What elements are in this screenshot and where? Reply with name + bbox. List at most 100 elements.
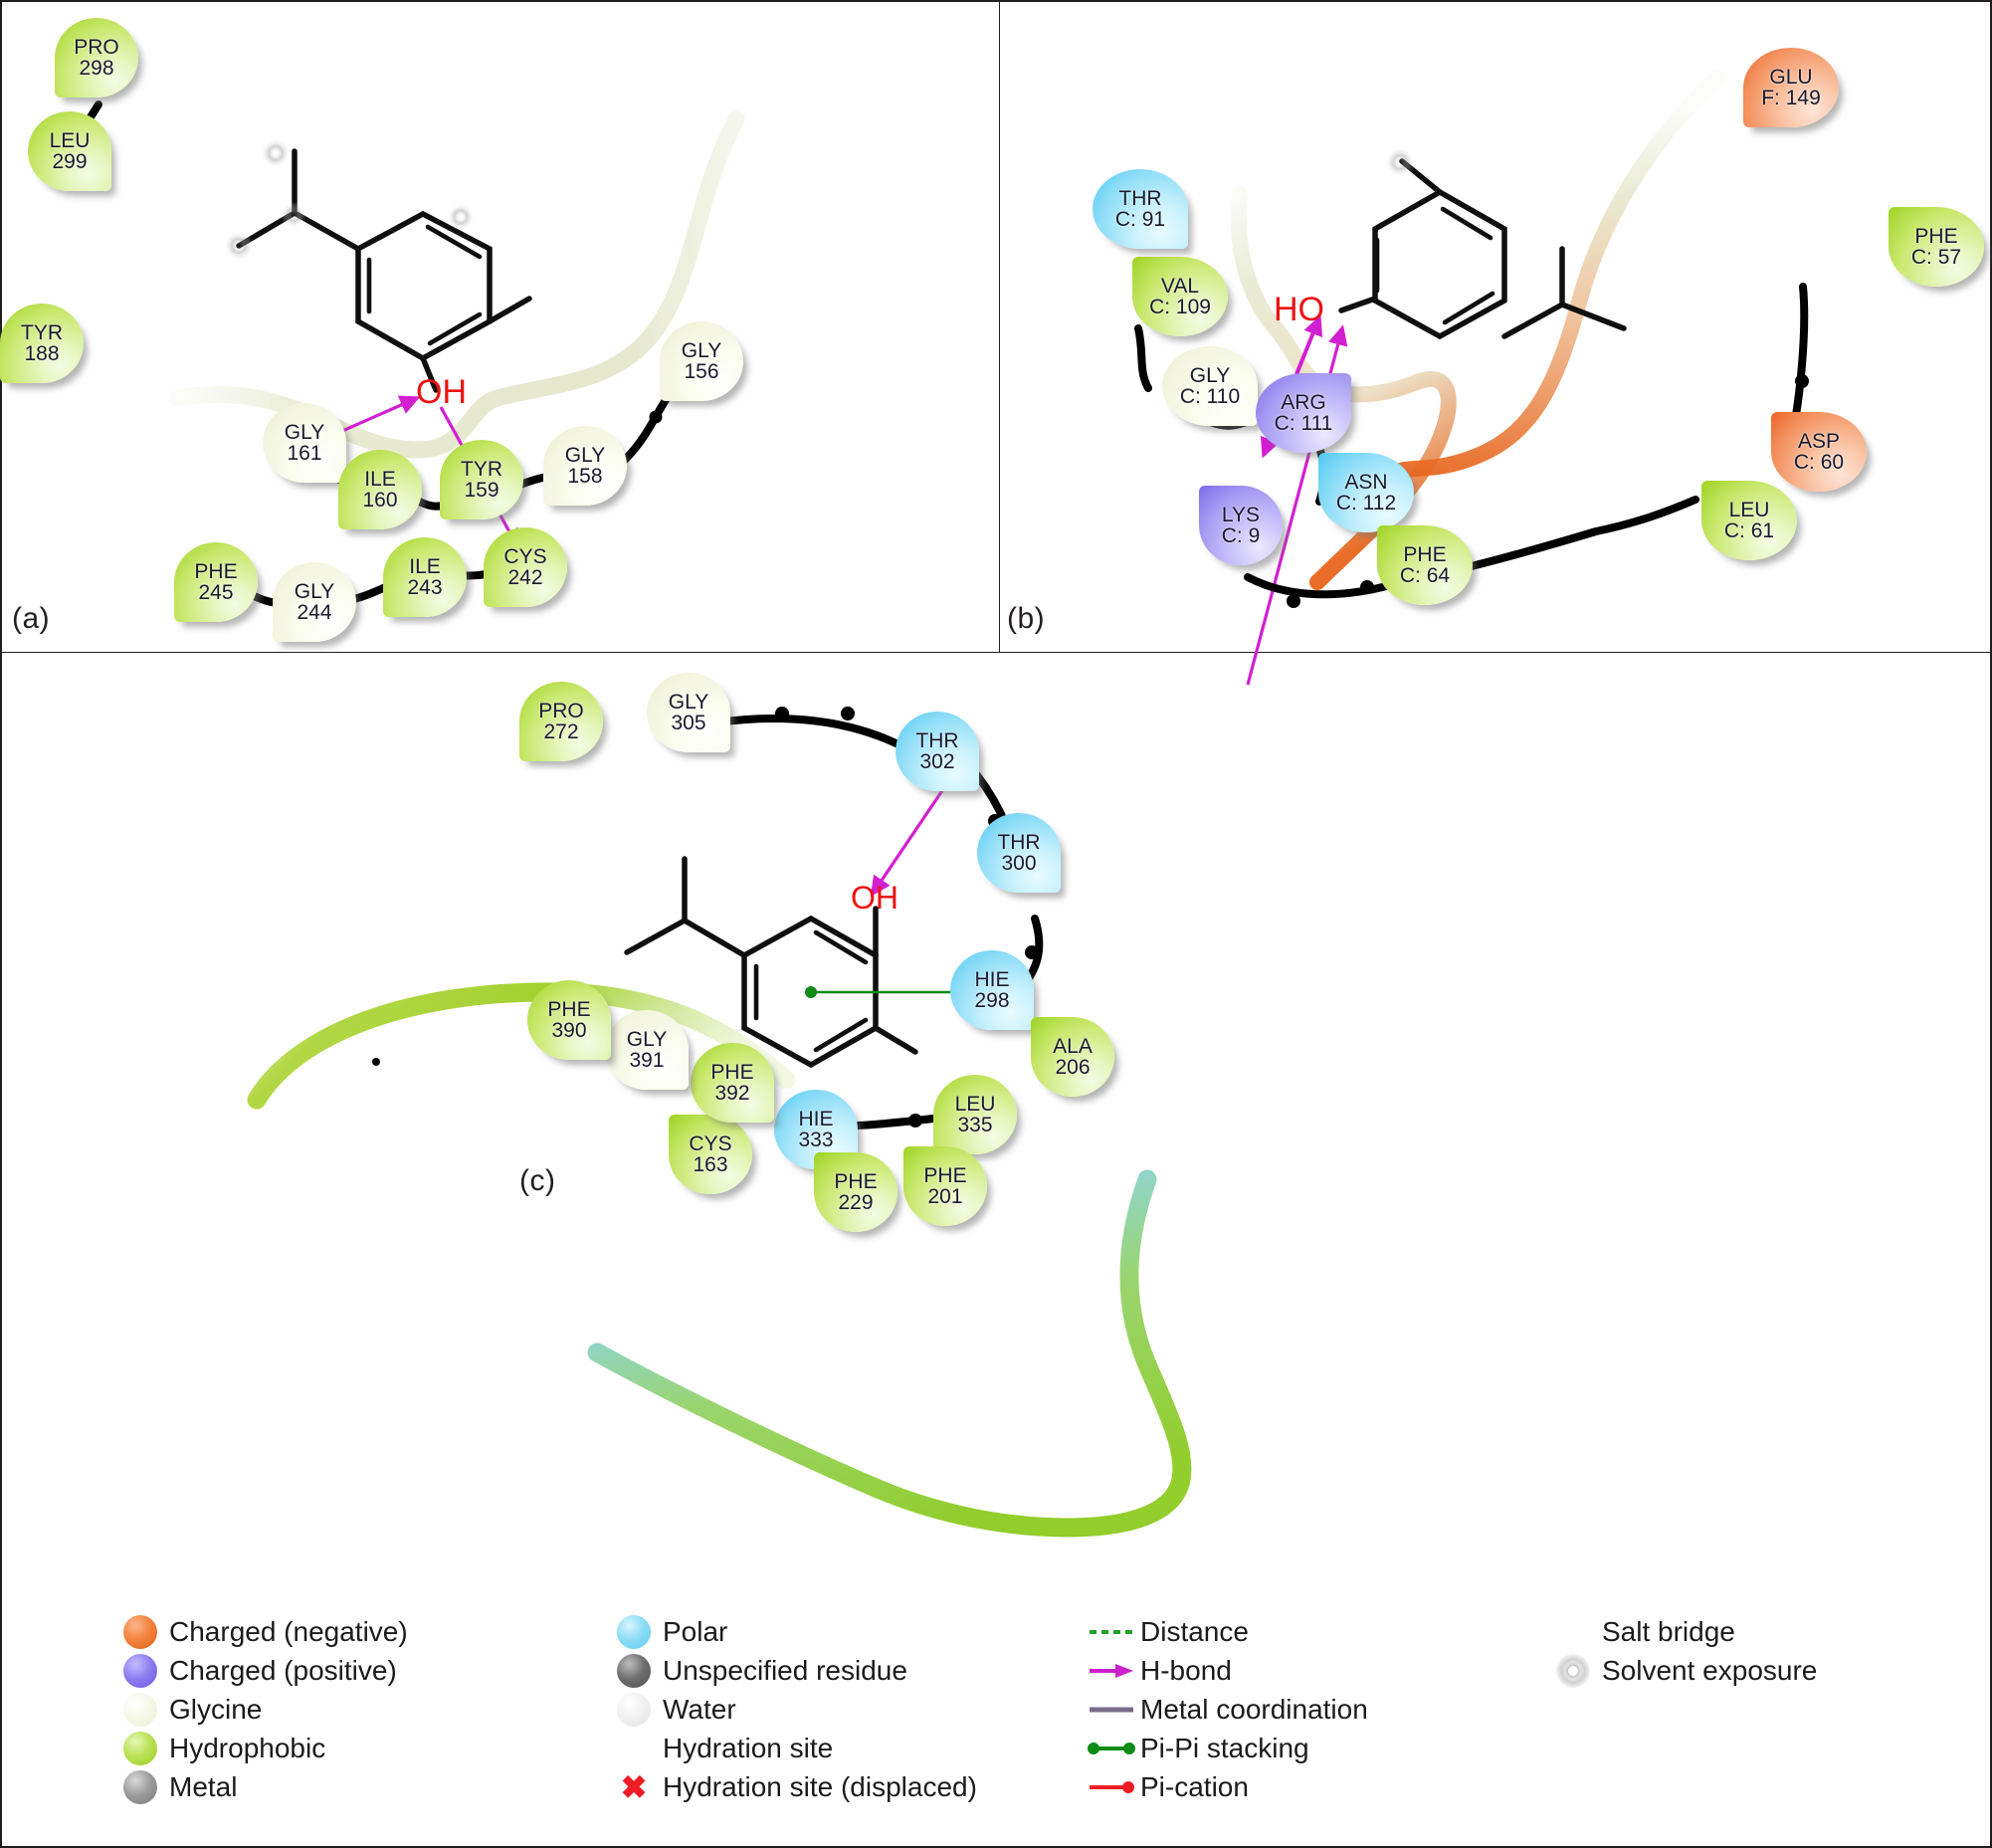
residue-name: PHE — [710, 1060, 754, 1084]
legend: Charged (negative) Charged (positive) Gl… — [0, 1612, 1992, 1841]
legend-item-solvent-exposure: Solvent exposure — [1544, 1651, 1817, 1690]
residue-ala-206[interactable]: ALA 206 — [1031, 1017, 1114, 1097]
residue-name: TYR — [461, 457, 502, 481]
residue-number: 243 — [407, 576, 443, 599]
residue-pro-298[interactable]: PRO 298 — [55, 18, 138, 98]
residue-number: C: 64 — [1399, 564, 1451, 587]
residue-number: 392 — [714, 1082, 750, 1105]
residue-phe-392[interactable]: PHE 392 — [691, 1043, 774, 1123]
residue-gly-158[interactable]: GLY 158 — [543, 426, 627, 506]
residue-name: ARG — [1281, 390, 1326, 414]
residue-asn-c112[interactable]: ASN C: 112 — [1318, 453, 1414, 532]
residue-gly-244[interactable]: GLY 244 — [273, 562, 356, 642]
residue-name: LEU — [1728, 498, 1770, 521]
circle-gray-icon — [111, 1769, 169, 1804]
residue-lys-c9[interactable]: LYS C: 9 — [1199, 486, 1283, 565]
residue-number: 300 — [1001, 852, 1037, 875]
legend-label: Pi-Pi stacking — [1140, 1732, 1309, 1763]
residue-gly-c110[interactable]: GLY C: 110 — [1162, 346, 1258, 426]
legend-item-pi-cation: Pi-cation — [1083, 1767, 1368, 1806]
residue-name: PHE — [194, 559, 238, 583]
residue-name: PHE — [1914, 224, 1958, 248]
panel-b-label: (b) — [1007, 602, 1046, 635]
residue-number: 206 — [1055, 1056, 1091, 1079]
residue-leu-335[interactable]: LEU 335 — [933, 1075, 1017, 1154]
panel-a-label: (a) — [12, 602, 51, 635]
residue-leu-c61[interactable]: LEU C: 61 — [1701, 481, 1797, 560]
residue-number: 244 — [297, 601, 332, 624]
residue-name: HIE — [798, 1107, 834, 1130]
residue-number: C: 110 — [1179, 385, 1241, 408]
residue-phe-390[interactable]: PHE 390 — [527, 980, 611, 1060]
residue-cys-163[interactable]: CYS 163 — [669, 1115, 752, 1194]
residue-thr-c91[interactable]: THR C: 91 — [1093, 169, 1188, 249]
residue-name: CYS — [689, 1131, 732, 1155]
legend-item-metal-coordination: Metal coordination — [1083, 1690, 1368, 1729]
circle-darkgray-icon — [605, 1653, 663, 1688]
legend-label: Solvent exposure — [1602, 1654, 1818, 1686]
residue-number: 163 — [693, 1153, 728, 1176]
legend-item-pi-pi-stacking: Pi-Pi stacking — [1083, 1729, 1368, 1767]
residue-name: PRO — [538, 699, 584, 722]
residue-name: ILE — [364, 467, 396, 491]
line-red-blue-icon — [1544, 1625, 1602, 1639]
residue-cys-242[interactable]: CYS 242 — [484, 527, 567, 607]
residue-gly-161[interactable]: GLY 161 — [263, 403, 346, 483]
residue-number: C: 91 — [1114, 208, 1166, 231]
legend-item-hydration-site-displaced: ✖ Hydration site (displaced) — [605, 1767, 977, 1806]
residue-number: 158 — [567, 465, 603, 488]
residue-number: 333 — [798, 1129, 834, 1151]
residue-phe-245[interactable]: PHE 245 — [174, 542, 258, 622]
legend-item-distance: Distance — [1083, 1612, 1368, 1651]
residue-name: PHE — [547, 997, 591, 1021]
residue-number: 298 — [974, 989, 1010, 1012]
circle-purple-icon — [111, 1653, 169, 1688]
legend-item-h-bond: H-bond — [1083, 1651, 1368, 1690]
dumbbell-green-icon — [1083, 1740, 1140, 1757]
residue-number: 242 — [507, 566, 543, 589]
residue-ile-160[interactable]: ILE 160 — [338, 450, 422, 529]
residue-thr-300[interactable]: THR 300 — [977, 813, 1061, 893]
residue-ile-243[interactable]: ILE 243 — [383, 537, 467, 617]
residue-hie-298[interactable]: HIE 298 — [950, 950, 1034, 1030]
residue-number: 245 — [198, 581, 234, 604]
legend-item-charged-negative: Charged (negative) — [111, 1612, 408, 1651]
legend-label: Unspecified residue — [663, 1654, 907, 1686]
legend-label: Hydrophobic — [169, 1732, 326, 1763]
residue-name: HIE — [974, 967, 1010, 991]
residue-phe-229[interactable]: PHE 229 — [814, 1152, 897, 1232]
residue-pro-272[interactable]: PRO 272 — [519, 682, 603, 761]
residue-glu-f149[interactable]: GLU F: 149 — [1743, 48, 1839, 127]
residue-val-c109[interactable]: VAL C: 109 — [1132, 257, 1228, 336]
residue-name: GLY — [668, 690, 709, 714]
residue-gly-305[interactable]: GLY 305 — [647, 673, 730, 752]
residue-arg-c111[interactable]: ARG C: 111 — [1256, 373, 1351, 453]
residue-thr-302[interactable]: THR 302 — [896, 712, 979, 791]
residue-tyr-159[interactable]: TYR 159 — [440, 440, 523, 519]
legend-label: Metal coordination — [1140, 1693, 1368, 1725]
residue-leu-299[interactable]: LEU 299 — [28, 111, 111, 191]
panel-c-label: (c) — [519, 1164, 556, 1197]
residue-name: VAL — [1160, 274, 1200, 298]
residue-asp-c60[interactable]: ASP C: 60 — [1771, 412, 1867, 492]
residue-number: 161 — [287, 442, 322, 465]
residue-number: 160 — [362, 489, 398, 512]
residue-phe-c57[interactable]: PHE C: 57 — [1889, 207, 1984, 287]
residue-number: C: 61 — [1723, 519, 1775, 542]
legend-label: Water — [663, 1693, 736, 1725]
residue-name: CYS — [503, 544, 547, 568]
halo-gray-icon — [1544, 1653, 1602, 1688]
residue-number: C: 57 — [1910, 246, 1962, 269]
residue-phe-201[interactable]: PHE 201 — [903, 1146, 987, 1226]
residue-number: 335 — [957, 1114, 993, 1136]
dashed-line-green-icon — [1083, 1625, 1140, 1639]
residue-name: LEU — [49, 128, 91, 152]
residue-name: GLU — [1769, 65, 1813, 89]
residue-phe-c64[interactable]: PHE C: 64 — [1377, 525, 1473, 605]
residue-gly-391[interactable]: GLY 391 — [605, 1010, 689, 1090]
residue-gly-156[interactable]: GLY 156 — [660, 321, 743, 401]
line-purple-gray-icon — [1083, 1703, 1140, 1717]
legend-item-unspecified-residue: Unspecified residue — [605, 1651, 977, 1690]
circle-white-icon — [605, 1692, 663, 1727]
residue-tyr-188[interactable]: TYR 188 — [0, 304, 84, 383]
